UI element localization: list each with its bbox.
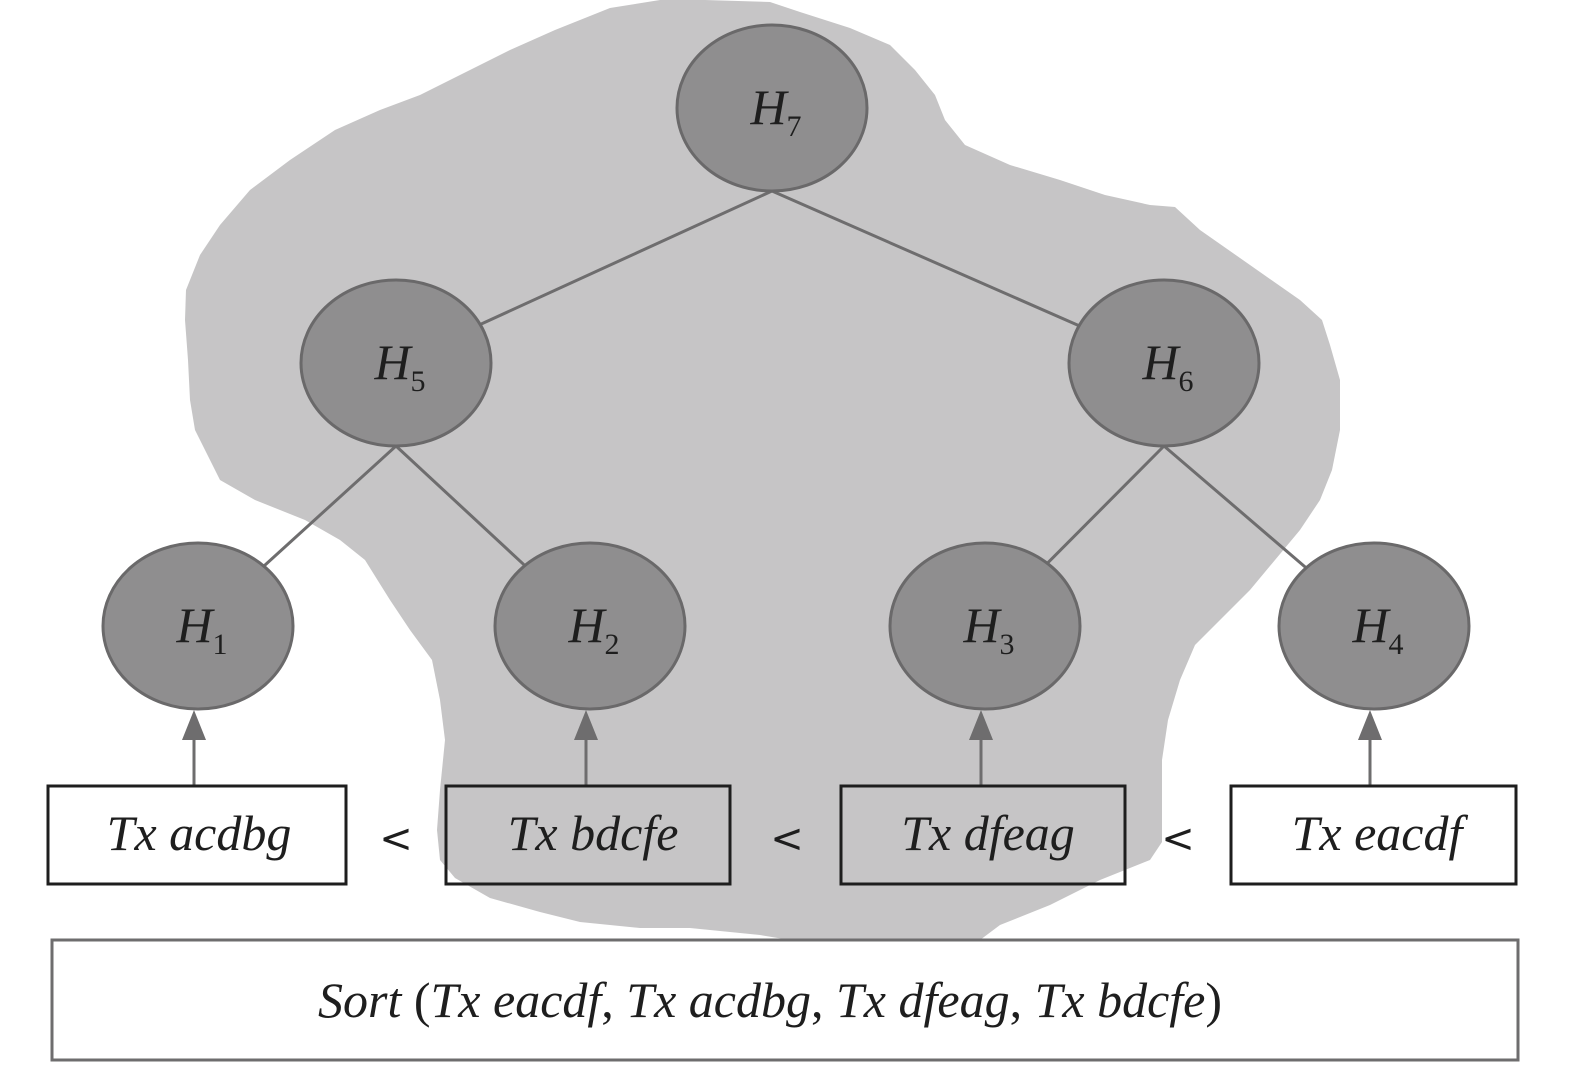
tree-edge-H5-H2 xyxy=(394,444,526,567)
tree-edge-H6-H4 xyxy=(1163,444,1308,570)
node-ellipse xyxy=(1067,278,1261,448)
tree-edge-H5-H1 xyxy=(262,444,398,568)
node-ellipse xyxy=(493,541,687,711)
arrow-up-icon xyxy=(1358,710,1382,740)
node-ellipse xyxy=(888,541,1082,711)
node-H1: H1 xyxy=(101,541,295,711)
tx-box-border xyxy=(46,784,348,886)
sort-box-border xyxy=(50,938,1520,1062)
node-label: H5 xyxy=(373,334,425,398)
less-than-symbol: < xyxy=(1161,816,1195,862)
node-label: H6 xyxy=(1141,334,1193,398)
node-label: H1 xyxy=(175,597,227,661)
arrow-up-icon xyxy=(182,710,206,740)
tx-box-border xyxy=(1229,784,1518,886)
tree-edge-H6-H3 xyxy=(1046,444,1166,565)
tx-box-acdbg: Tx acdbg xyxy=(46,784,348,886)
tx-box-eacdf: Tx eacdf xyxy=(1229,784,1518,886)
node-ellipse xyxy=(101,541,295,711)
node-ellipse xyxy=(1277,541,1471,711)
comparators: < < < xyxy=(379,816,1195,862)
tx-box-border xyxy=(839,784,1127,886)
node-ellipse xyxy=(675,23,869,193)
less-than-symbol: < xyxy=(770,816,804,862)
transaction-boxes: Tx acdbg Tx bdcfe Tx dfeag Tx eacdf xyxy=(46,784,1518,886)
node-ellipse xyxy=(299,278,493,448)
node-label: H7 xyxy=(749,79,801,143)
node-H2: H2 xyxy=(493,541,687,711)
node-H7: H7 xyxy=(675,23,869,193)
tree-edges xyxy=(262,189,1308,570)
node-H4: H4 xyxy=(1277,541,1471,711)
highlight-region xyxy=(185,0,1340,948)
sort-arg: Tx eacdf xyxy=(431,972,608,1028)
node-H5: H5 xyxy=(299,278,493,448)
sort-arg: Tx bdcfe xyxy=(1035,972,1206,1028)
tree-edge-H7-H5 xyxy=(479,189,773,326)
tx-label: Tx acdbg xyxy=(107,805,292,861)
less-than-symbol: < xyxy=(379,816,413,862)
sort-arg: Tx acdbg xyxy=(626,972,811,1028)
node-label: H3 xyxy=(962,597,1014,661)
tx-label: Tx dfeag xyxy=(901,805,1075,861)
node-H3: H3 xyxy=(888,541,1082,711)
tree-edge-H7-H6 xyxy=(771,189,1080,328)
node-label: H2 xyxy=(567,597,619,661)
sort-arg: Tx dfeag xyxy=(836,972,1010,1028)
tree-nodes: H7 H5 H6 H1 H2 H3 H4 xyxy=(101,23,1471,711)
tx-label: Tx bdcfe xyxy=(508,805,679,861)
node-H6: H6 xyxy=(1067,278,1261,448)
arrow-up-icon xyxy=(969,710,993,740)
tx-box-border xyxy=(444,784,732,886)
arrow-up-icon xyxy=(574,710,598,740)
tx-label: Tx eacdf xyxy=(1292,805,1469,861)
sort-call-text: Sort (Tx eacdf, Tx acdbg, Tx dfeag, Tx b… xyxy=(318,972,1222,1028)
sort-call-box: Sort (Tx eacdf, Tx acdbg, Tx dfeag, Tx b… xyxy=(50,938,1520,1062)
node-label: H4 xyxy=(1351,597,1403,661)
hash-arrows xyxy=(182,710,1382,786)
sort-func: Sort xyxy=(318,972,402,1028)
tx-box-bdcfe: Tx bdcfe xyxy=(444,784,732,886)
tx-box-dfeag: Tx dfeag xyxy=(839,784,1127,886)
